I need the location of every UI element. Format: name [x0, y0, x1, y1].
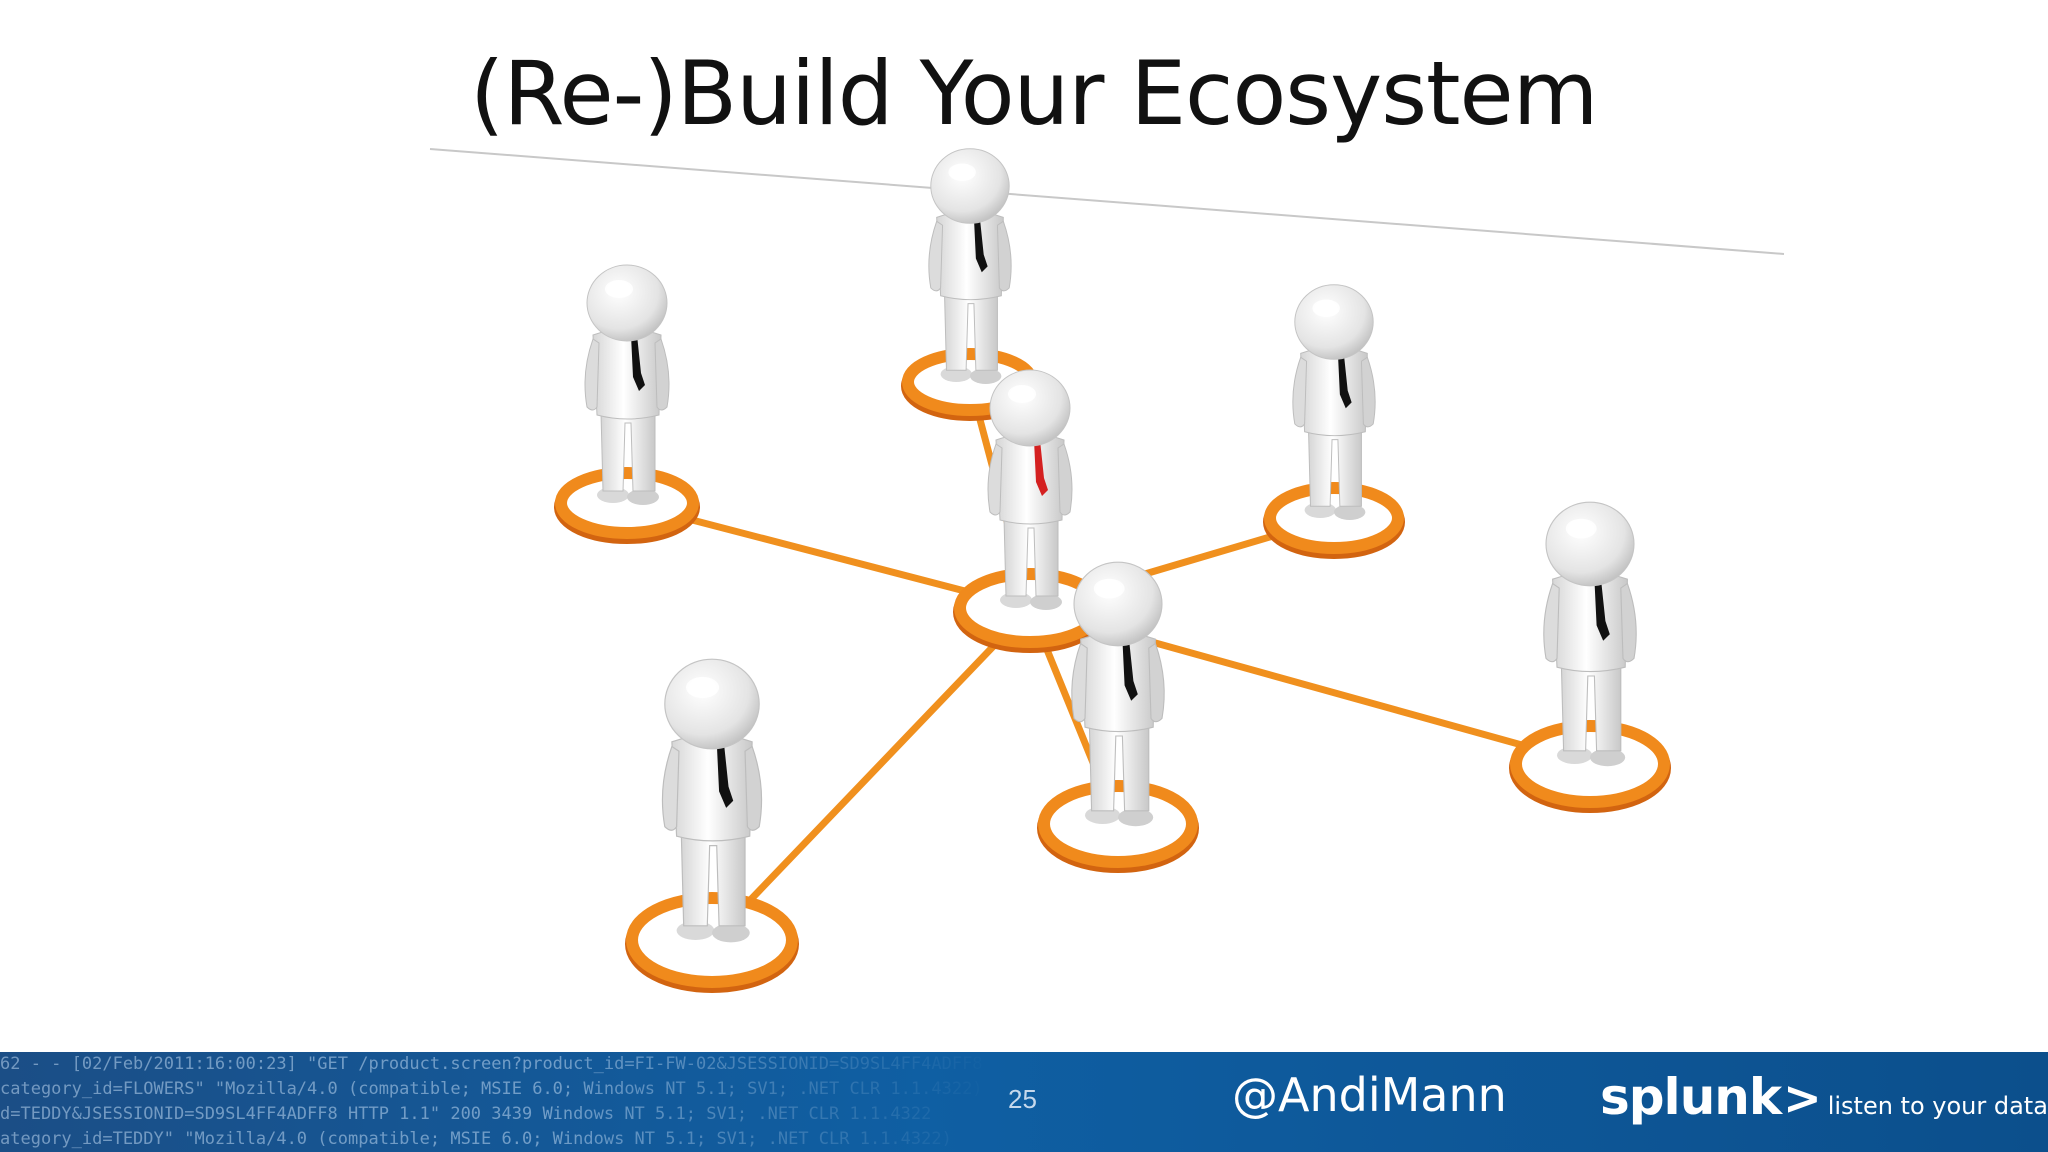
twitter-handle: @AndiMann	[1232, 1068, 1507, 1122]
divider-line	[429, 148, 1785, 255]
tie-icon	[631, 335, 645, 391]
log-line: d=TEDDY&JSESSIONID=SD9SL4FF4ADFF8 HTTP 1…	[0, 1104, 932, 1124]
center-person	[987, 369, 1073, 610]
person-bottom-left	[661, 658, 763, 943]
log-line: ategory_id=TEDDY" "Mozilla/4.0 (compatib…	[0, 1129, 952, 1149]
brand-tagline: listen to your data	[1827, 1092, 2048, 1120]
person-top	[928, 148, 1012, 384]
network-link	[708, 604, 1034, 944]
footer-bar: 62 - - [02/Feb/2011:16:00:23] "GET /prod…	[0, 1052, 2048, 1152]
slide-title: (Re-)Build Your Ecosystem	[470, 42, 1598, 145]
ring-platform	[625, 892, 799, 993]
tie-icon	[1122, 639, 1138, 701]
person-far-right	[1543, 501, 1637, 767]
person-bottom-center	[1071, 561, 1165, 827]
ring-platform	[1037, 780, 1199, 873]
people-network-icon	[429, 148, 1785, 993]
log-background: 62 - - [02/Feb/2011:16:00:23] "GET /prod…	[0, 1052, 1000, 1152]
log-line: category_id=FLOWERS" "Mozilla/4.0 (compa…	[0, 1079, 983, 1099]
person-left	[584, 264, 670, 505]
tie-icon	[1034, 440, 1048, 496]
page-number: 25	[1008, 1084, 1037, 1114]
tie-icon	[1337, 353, 1352, 409]
network-people	[584, 148, 1637, 943]
tie-icon	[716, 741, 734, 808]
ring-platform	[1509, 720, 1671, 813]
splunk-logo: splunk > listen to your data	[1600, 1068, 2048, 1126]
person-right	[1292, 284, 1376, 520]
tie-icon	[1594, 579, 1610, 641]
ring-platform	[554, 467, 700, 544]
ring-platform	[1263, 482, 1405, 559]
brand-chevron: >	[1783, 1071, 1822, 1125]
tie-icon	[973, 217, 988, 273]
log-line: 62 - - [02/Feb/2011:16:00:23] "GET /prod…	[0, 1054, 983, 1074]
brand-name: splunk	[1600, 1068, 1782, 1126]
